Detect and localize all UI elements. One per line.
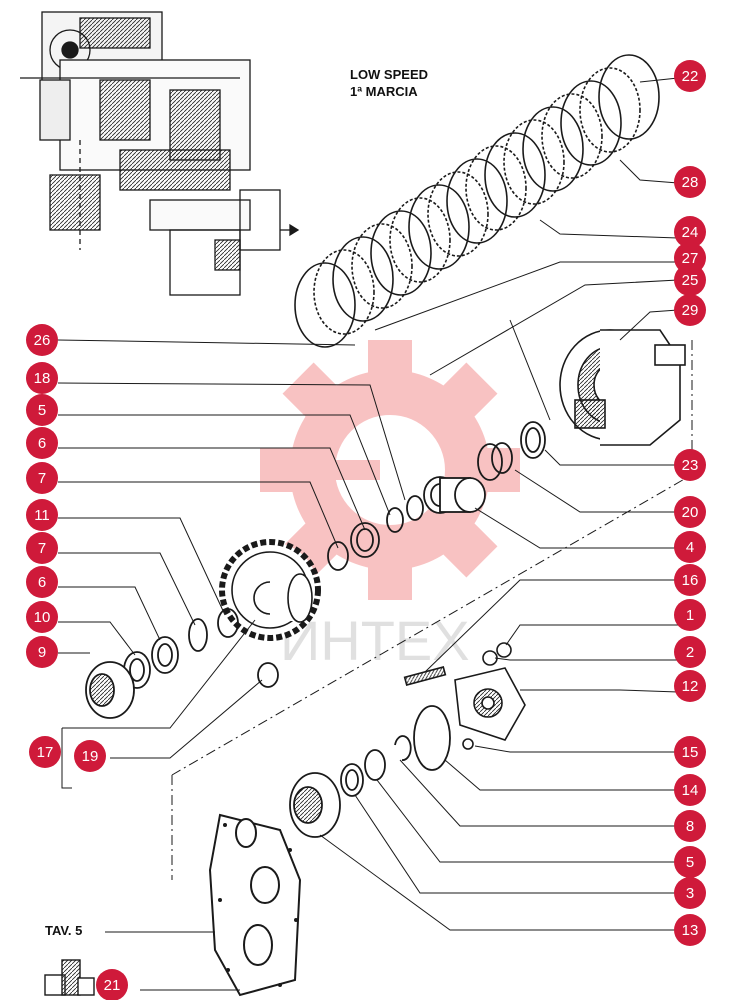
callout-number: 10	[34, 609, 51, 626]
clutch-disc	[389, 197, 451, 283]
plate-label: TAV. 5	[45, 923, 82, 938]
callout-number: 23	[682, 457, 699, 474]
callout-badge: 18	[26, 362, 58, 394]
callout-badge: 6	[26, 566, 58, 598]
callout-badge: 17	[29, 736, 61, 768]
callout-number: 22	[682, 68, 699, 85]
callout-number: 6	[38, 574, 46, 591]
callout-number: 7	[38, 540, 46, 557]
callout-badge: 11	[26, 499, 58, 531]
title-line-2: 1ª MARCIA	[350, 84, 418, 99]
callout-badge: 20	[674, 496, 706, 528]
callout-badge: 14	[674, 774, 706, 806]
callout-number: 25	[682, 272, 699, 289]
title-line-1: LOW SPEED	[350, 67, 428, 82]
clutch-disc	[484, 132, 546, 218]
callout-badge: 5	[674, 846, 706, 878]
gear-wheel	[219, 539, 321, 641]
clutch-disc	[465, 145, 527, 231]
clutch-disc	[408, 184, 470, 270]
clutch-disc	[313, 249, 375, 335]
clutch-disc	[332, 236, 394, 322]
callout-number: 19	[82, 748, 99, 765]
clutch-disc	[503, 119, 565, 205]
axis-lines	[171, 340, 701, 880]
callout-number: 29	[682, 302, 699, 319]
callout-number: 24	[682, 224, 699, 241]
callout-badge: 19	[74, 740, 106, 772]
watermark-gear-logo	[260, 340, 520, 600]
callout-number: 7	[38, 470, 46, 487]
callout-number: 12	[682, 678, 699, 695]
housing-gasket	[208, 813, 302, 997]
callout-number: 1	[686, 607, 694, 624]
callout-number: 26	[34, 332, 51, 349]
planetary-drum	[559, 329, 686, 446]
callout-number: 17	[37, 744, 54, 761]
callout-number: 9	[38, 644, 46, 661]
callout-number: 6	[38, 435, 46, 452]
callout-badge: 12	[674, 670, 706, 702]
lower-ring-stack	[289, 705, 451, 838]
callout-number: 28	[682, 174, 699, 191]
clutch-disc	[446, 158, 508, 244]
callout-badge: 26	[26, 324, 58, 356]
bearing-stack-left	[85, 608, 279, 719]
callout-badge: 5	[26, 394, 58, 426]
callout-number: 5	[686, 854, 694, 871]
callout-number: 11	[34, 507, 50, 524]
clutch-disc-stack	[294, 54, 660, 348]
callout-badge: 8	[674, 810, 706, 842]
cover-plate-assembly	[403, 642, 526, 750]
callout-badge: 4	[674, 531, 706, 563]
callout-badge: 24	[674, 216, 706, 248]
callout-badge: 23	[674, 449, 706, 481]
callout-number: 21	[104, 977, 121, 994]
callout-number: 5	[38, 402, 46, 419]
callout-badge: 28	[674, 166, 706, 198]
callout-badge: 10	[26, 601, 58, 633]
clutch-disc	[427, 171, 489, 257]
clutch-disc	[541, 93, 603, 179]
callout-number: 27	[682, 250, 699, 267]
clutch-disc	[598, 54, 660, 140]
callout-badge: 15	[674, 736, 706, 768]
callout-number: 15	[682, 744, 699, 761]
transmission-cutaway-drawing	[20, 11, 300, 296]
callout-badge: 22	[674, 60, 706, 92]
callout-badge: 7	[26, 462, 58, 494]
clutch-disc	[294, 262, 356, 348]
callout-badge: 21	[96, 969, 128, 1000]
callout-badge: 25	[674, 264, 706, 296]
callout-badge: 13	[674, 914, 706, 946]
callout-badge: 2	[674, 636, 706, 668]
callout-badge: 16	[674, 564, 706, 596]
clutch-disc	[351, 223, 413, 309]
callout-badge: 3	[674, 877, 706, 909]
callout-badge: 29	[674, 294, 706, 326]
callout-badge: 7	[26, 532, 58, 564]
callout-number: 14	[682, 782, 699, 799]
clutch-disc	[370, 210, 432, 296]
callout-badge: 9	[26, 636, 58, 668]
callout-number: 4	[686, 539, 694, 556]
callout-number: 13	[682, 922, 699, 939]
clutch-disc	[579, 67, 641, 153]
callout-badge: 27	[674, 242, 706, 274]
callout-number: 8	[686, 818, 694, 835]
callout-badge: 6	[26, 427, 58, 459]
callout-number: 18	[34, 370, 51, 387]
callout-badge: 1	[674, 599, 706, 631]
oil-can-icon	[44, 959, 95, 996]
leader-lines	[57, 77, 679, 991]
callout-number: 20	[682, 504, 699, 521]
clutch-disc	[522, 106, 584, 192]
callout-number: 2	[686, 644, 694, 661]
clutch-disc	[560, 80, 622, 166]
callout-number: 3	[686, 885, 694, 902]
callout-number: 16	[682, 572, 699, 589]
